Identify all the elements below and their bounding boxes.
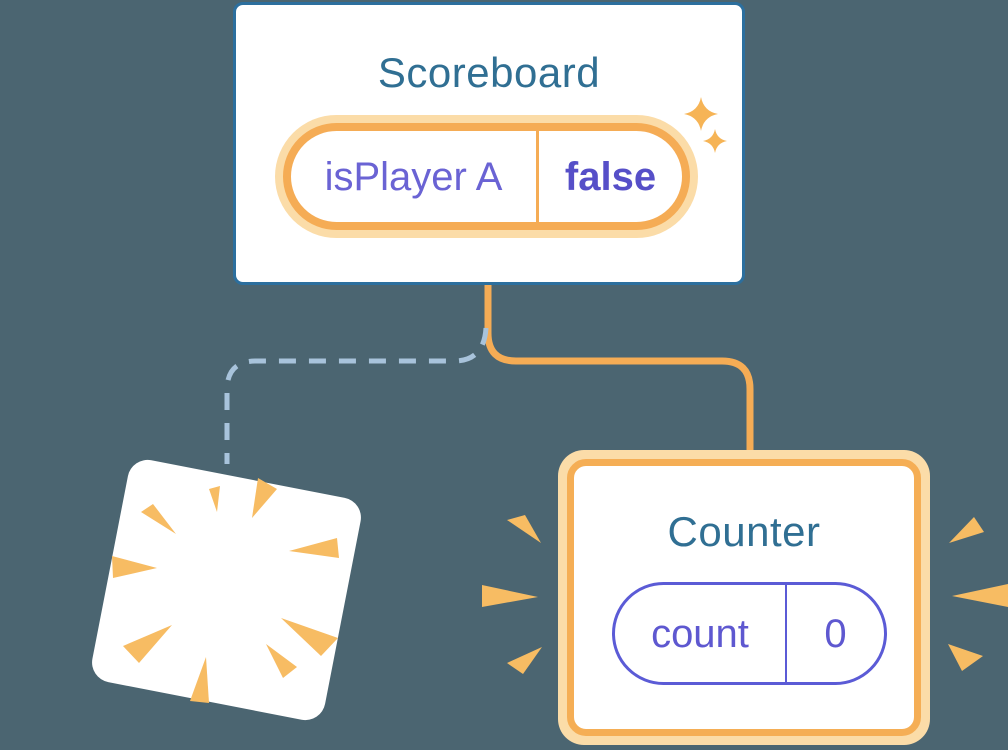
state-value-label: 0 xyxy=(824,611,847,656)
counter-title: Counter xyxy=(667,508,821,555)
poof-burst-icon xyxy=(112,478,339,703)
emphasis-rays-left-icon xyxy=(482,515,542,674)
counter-node-inner: Counter count 0 xyxy=(567,459,921,736)
removed-component-card xyxy=(92,459,361,721)
sparkle-icon xyxy=(684,97,727,153)
emphasis-rays-right-icon xyxy=(948,517,1008,671)
pill-divider xyxy=(785,585,787,682)
scoreboard-title: Scoreboard xyxy=(377,49,601,96)
pill-divider xyxy=(536,131,539,222)
state-key-label: isPlayer A xyxy=(324,154,503,199)
scoreboard-node: Scoreboard isPlayer A false xyxy=(233,2,745,285)
connector-dashed-line xyxy=(224,327,489,464)
counter-node: Counter count 0 xyxy=(558,450,930,745)
state-value-label: false xyxy=(564,154,657,199)
state-key-label: count xyxy=(651,611,749,656)
counter-state-pill: count 0 xyxy=(612,582,887,685)
scoreboard-state-pill: isPlayer A false xyxy=(283,123,690,230)
connector-solid-line xyxy=(484,278,754,464)
